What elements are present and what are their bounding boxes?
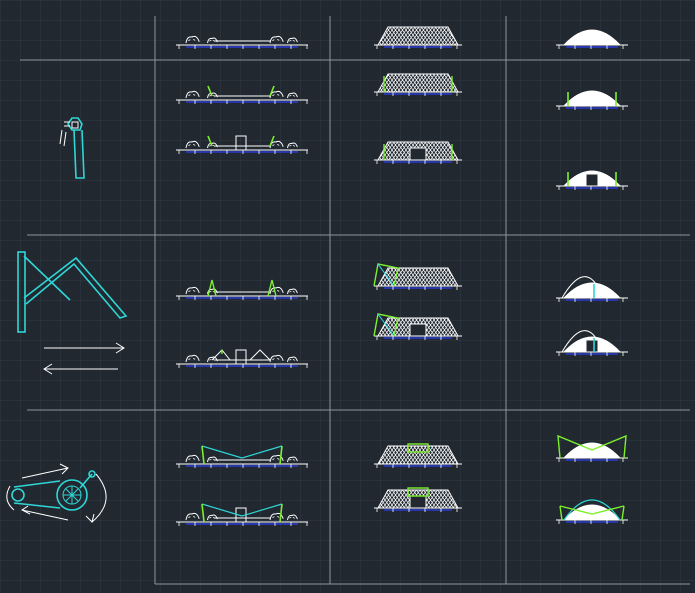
structure-dome-half-box [556,330,628,356]
structure-dome-cables [556,434,628,462]
structure-truss-posts-box [374,141,462,164]
structure-truss-top-frame-box [374,487,462,512]
structure-membrane-cables [176,445,308,468]
table-grid [20,16,690,585]
structure-dome-plain [556,29,628,49]
structure-drawings [176,26,628,526]
structure-dome-posts [556,90,628,110]
structure-dome-arches [556,499,628,524]
wrench-icon [59,117,85,179]
structure-membrane-zigzag [176,349,308,368]
structure-dome-posts-box [556,170,628,190]
pivot-arm-icon [17,251,128,375]
structure-truss-posts [374,73,462,96]
structure-truss-tilt [373,263,462,290]
structure-membrane-plain [176,35,308,49]
bicycle-crank-icon [6,463,107,523]
structure-membrane-posts [176,85,308,104]
structure-membrane-posts-box [176,135,308,154]
structure-truss-top-frame [374,443,462,468]
structure-truss-plain [374,26,462,49]
structure-dome-half [556,276,628,302]
structure-membrane-tilt [176,279,308,300]
structure-membrane-cables-box [176,503,308,526]
structure-truss-tilt-box [373,313,462,340]
